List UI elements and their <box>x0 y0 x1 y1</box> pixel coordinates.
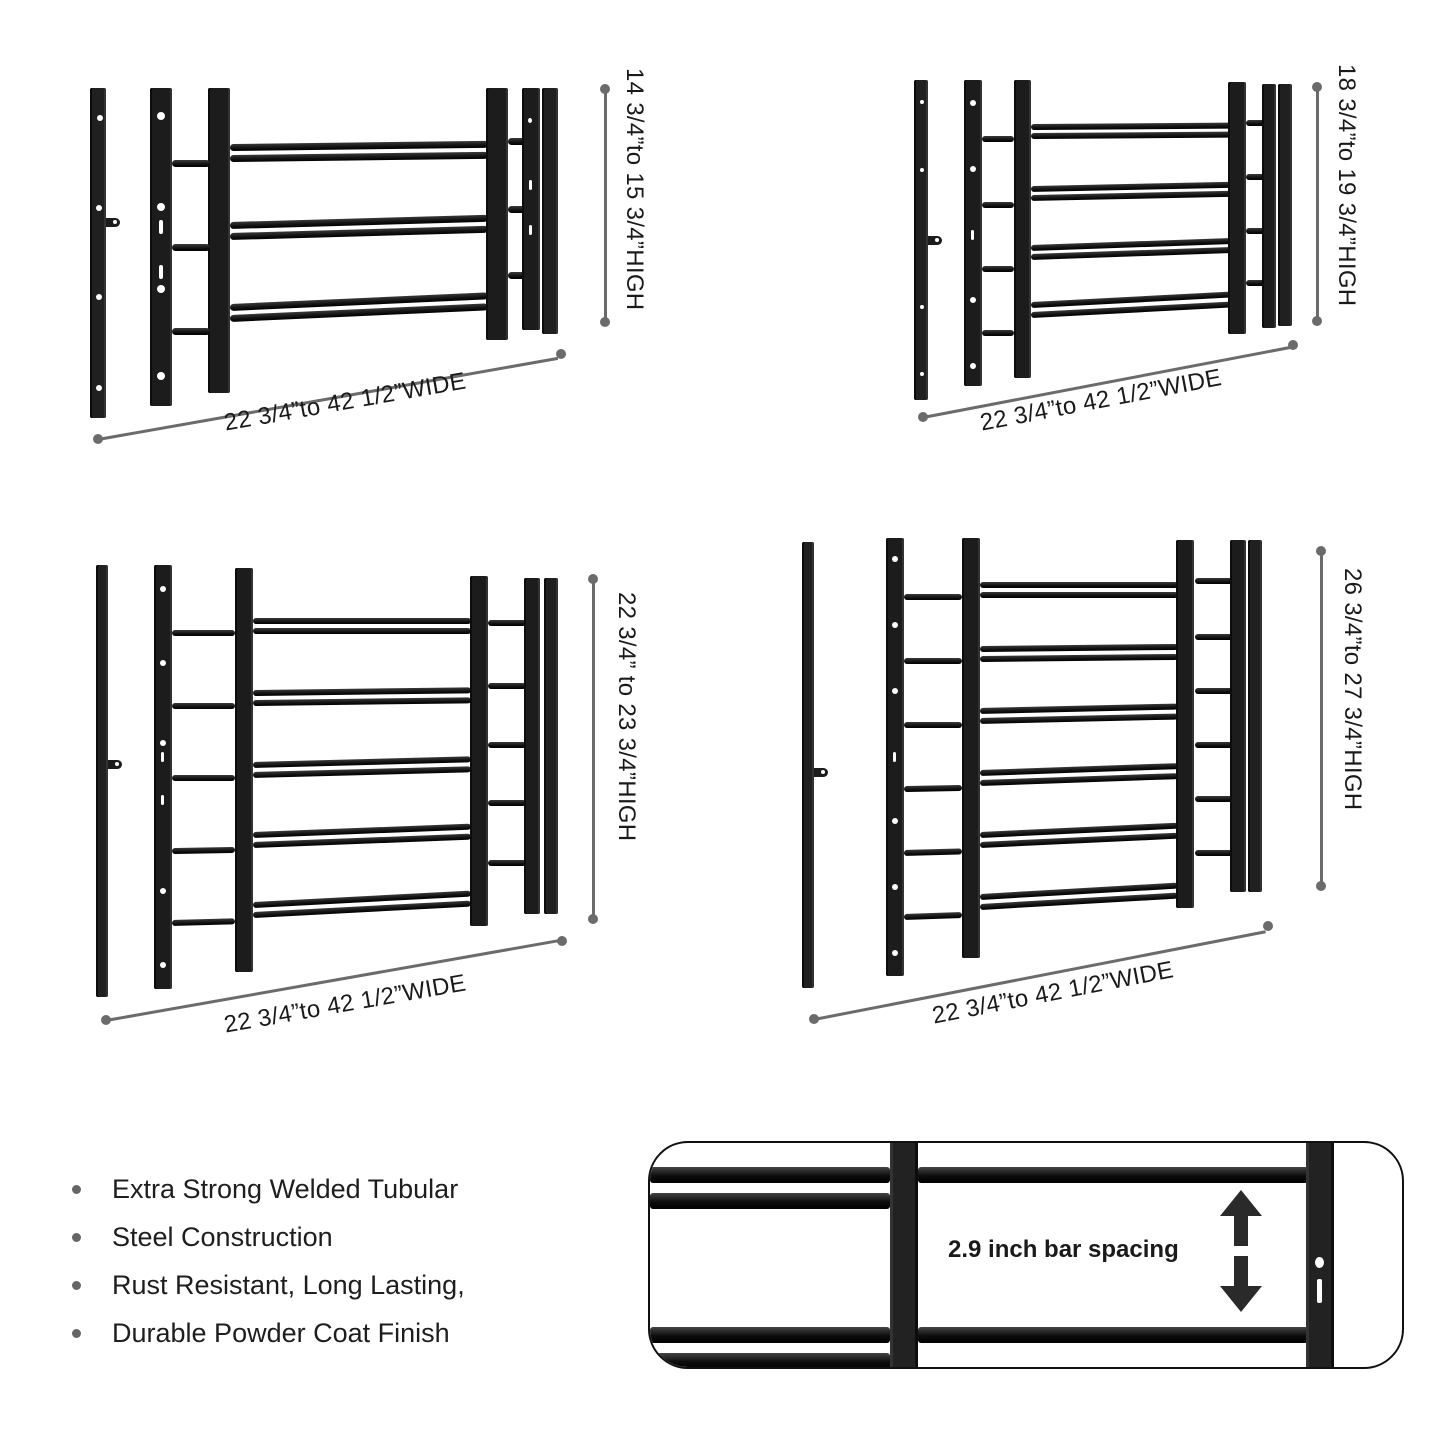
dimension-endpoint <box>1288 340 1298 350</box>
features-list: Extra Strong Welded Tubular Steel Constr… <box>70 1165 465 1357</box>
height-dimension-line <box>1320 551 1323 886</box>
vertical-post <box>890 1143 918 1367</box>
dimension-endpoint <box>1263 921 1273 931</box>
lock-tab-icon <box>814 768 828 777</box>
bullet-icon <box>72 1329 81 1338</box>
product-6-bar: 22 3/4”to 42 1/2”WIDE 26 3/4”to 27 3/4”H… <box>802 538 1366 1030</box>
height-dimension-line <box>604 89 607 322</box>
feature-item: Extra Strong Welded Tubular <box>70 1165 465 1213</box>
bullet-icon <box>72 1185 81 1194</box>
height-label: 26 3/4”to 27 3/4”HIGH <box>1339 568 1366 811</box>
vertical-post <box>1306 1143 1334 1367</box>
product-4-bar: 22 3/4”to 42 1/2”WIDE 18 3/4”to 19 3/4”H… <box>0 0 1445 460</box>
feature-item: Steel Construction <box>70 1213 465 1261</box>
lock-tab-icon <box>106 218 120 227</box>
dimension-endpoint <box>600 317 610 327</box>
height-dimension-line <box>1316 87 1319 321</box>
product-3-bar: 22 3/4”to 42 1/2”WIDE 14 3/4”to 15 3/4”H… <box>0 0 700 460</box>
height-dimension-line <box>592 579 595 919</box>
bar-spacing-label: 2.9 inch bar spacing <box>948 1236 1179 1263</box>
bullet-icon <box>72 1281 81 1290</box>
lock-tab-icon <box>928 236 942 245</box>
width-label: 22 3/4”to 42 1/2”WIDE <box>930 956 1176 1030</box>
bullet-icon <box>72 1233 81 1242</box>
dimension-endpoint <box>557 936 567 946</box>
bar-spacing-detail <box>648 1141 1404 1369</box>
lock-tab-icon <box>108 760 122 769</box>
feature-item: Durable Powder Coat Finish <box>70 1309 465 1357</box>
feature-item: Rust Resistant, Long Lasting, <box>70 1261 465 1309</box>
dimension-endpoint <box>588 914 598 924</box>
up-down-arrow-icon <box>1220 1190 1262 1312</box>
dimension-endpoint <box>556 349 566 359</box>
dimension-endpoint <box>1312 316 1322 326</box>
product-5-bar: 22 3/4”to 42 1/2”WIDE 22 3/4” to 23 3/4”… <box>0 0 700 1060</box>
dimension-endpoint <box>1316 881 1326 891</box>
